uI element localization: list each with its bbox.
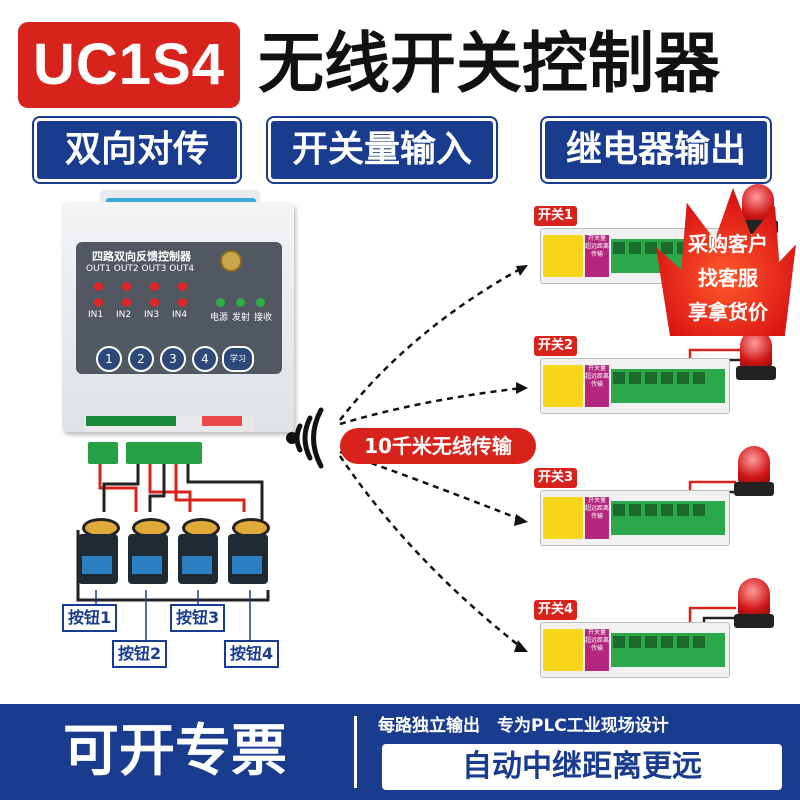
promo-badge: 采购客户 找客服 享拿货价 [656, 188, 800, 338]
input-connector-b [126, 442, 202, 464]
in-led-1 [94, 298, 103, 307]
in-led-4 [178, 298, 187, 307]
footer-invoice-text: 可开专票 [63, 719, 287, 784]
controller-device: 四路双向反馈控制器 OUT1 OUT2 OUT3 OUT4 IN1 IN2 IN… [62, 190, 300, 440]
push-button-icon [76, 518, 120, 588]
alarm-beacon-icon [734, 446, 774, 500]
out-led-4 [178, 282, 187, 291]
module-tag-3: 开关3 [534, 468, 578, 488]
alarm-beacon-icon [734, 578, 774, 632]
learn-button[interactable]: 学习 [222, 346, 254, 372]
module-radio-3 [543, 497, 583, 539]
in-label-1: IN1 [88, 310, 104, 320]
out-led-3 [150, 282, 159, 291]
antenna-connector-icon [220, 250, 242, 272]
tx-led [236, 298, 245, 307]
feature-switch-input: 开关量输入 [268, 118, 496, 182]
status-label-tx: 发射 [232, 313, 251, 323]
status-label-power: 电源 [210, 313, 229, 323]
footer-divider [354, 716, 357, 788]
rx-led [256, 298, 265, 307]
product-title: 无线开关控制器 [258, 25, 720, 102]
module-terminals-2 [611, 369, 725, 403]
module-box-2: 开关量 超远距离传输 [540, 358, 730, 414]
power-led [216, 298, 225, 307]
switch-module-2: 开关2 开关量 超远距离传输 [534, 336, 734, 416]
module-label-2: 开关量 超远距离传输 [585, 365, 609, 407]
module-tag-2: 开关2 [534, 336, 578, 356]
panel-title: 四路双向反馈控制器 [92, 250, 191, 263]
module-radio-4 [543, 629, 583, 671]
channel-button-1[interactable]: 1 [96, 346, 122, 372]
wireless-range-label: 10千米无线传输 [340, 428, 536, 464]
module-label-1: 开关量 超远距离传输 [585, 235, 609, 277]
output-labels: OUT1 OUT2 OUT3 OUT4 [86, 264, 195, 274]
model-badge: UC1S4 [18, 22, 240, 108]
in-label-3: IN3 [144, 310, 160, 320]
in-label-2: IN2 [116, 310, 132, 320]
feature-relay-output: 继电器输出 [542, 118, 770, 182]
out-led-2 [122, 282, 131, 291]
push-button-icon [176, 518, 220, 588]
feature-bidirectional: 双向对传 [34, 118, 240, 182]
module-tag-1: 开关1 [534, 206, 578, 226]
channel-button-4[interactable]: 4 [192, 346, 218, 372]
module-label-3: 开关量 超远距离传输 [585, 497, 609, 539]
promo-line-2: 找客服 [698, 266, 758, 290]
alarm-beacon-icon [736, 330, 776, 384]
channel-button-2[interactable]: 2 [128, 346, 154, 372]
footer-highlight: 自动中继距离更远 [382, 744, 782, 790]
push-button-icon [126, 518, 170, 588]
in-label-4: IN4 [172, 310, 188, 320]
button-label-2: 按钮2 [112, 640, 168, 668]
module-terminals-3 [611, 501, 725, 535]
channel-button-3[interactable]: 3 [160, 346, 186, 372]
bottom-terminal [86, 416, 176, 426]
module-label-4: 开关量 超远距离传输 [585, 629, 609, 671]
switch-module-4: 开关4 开关量 超远距离传输 [534, 600, 734, 680]
button-label-3: 按钮3 [170, 604, 226, 632]
module-radio-1 [543, 235, 583, 277]
out-led-1 [94, 282, 103, 291]
wireless-icon [294, 407, 324, 469]
module-box-4: 开关量 超远距离传输 [540, 622, 730, 678]
status-label-rx: 接收 [254, 313, 273, 323]
in-led-3 [150, 298, 159, 307]
promo-line-3: 享拿货价 [688, 300, 768, 324]
switch-module-3: 开关3 开关量 超远距离传输 [534, 468, 734, 548]
in-led-2 [122, 298, 131, 307]
dip-switch [202, 416, 242, 426]
footer-tagline: 每路独立输出 专为PLC工业现场设计 [378, 716, 669, 736]
module-radio-2 [543, 365, 583, 407]
module-box-3: 开关量 超远距离传输 [540, 490, 730, 546]
button-label-4: 按钮4 [224, 640, 280, 668]
push-button-icon [226, 518, 270, 588]
module-tag-4: 开关4 [534, 600, 578, 620]
module-terminals-4 [611, 633, 725, 667]
promo-line-1: 采购客户 [688, 232, 768, 256]
input-connector-a [88, 442, 118, 464]
button-label-1: 按钮1 [62, 604, 118, 632]
